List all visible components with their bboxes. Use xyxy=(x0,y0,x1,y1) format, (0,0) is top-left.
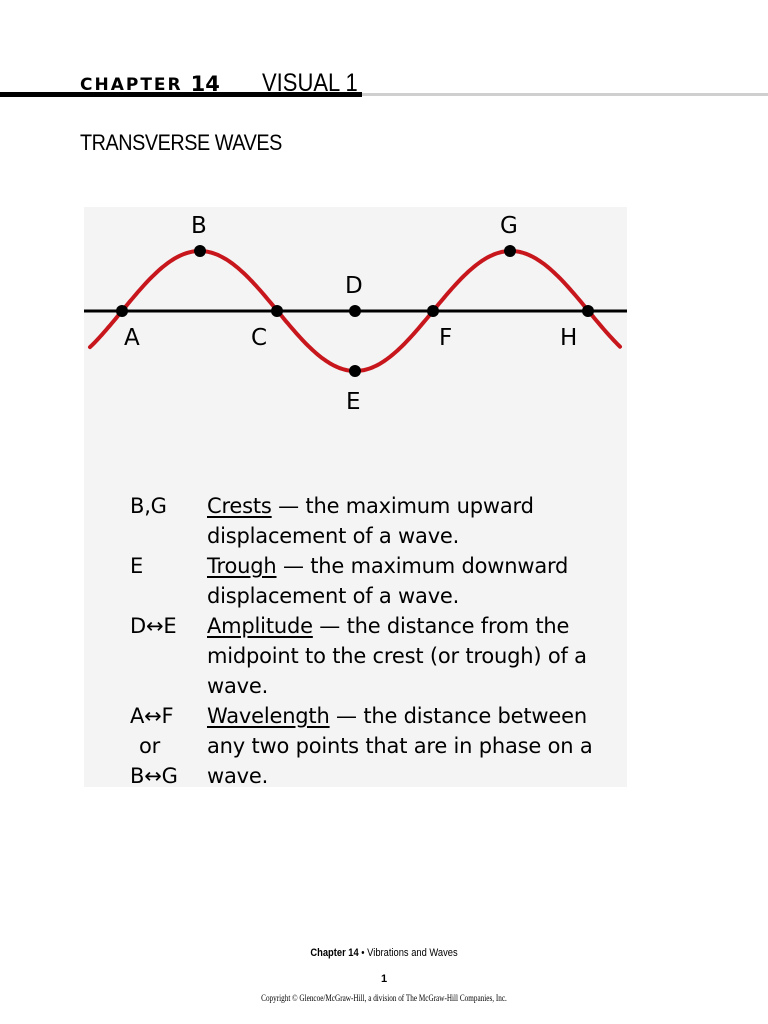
definition-term: Wavelength xyxy=(207,704,330,728)
definition-symbol: D↔E xyxy=(130,611,207,641)
page-number: 1 xyxy=(380,973,388,985)
visual-title: VISUAL 1 xyxy=(261,69,358,97)
point-h-label: H xyxy=(560,325,577,351)
definition-row: E Trough — the maximum downward displacem… xyxy=(130,551,620,611)
point-g-label: G xyxy=(500,213,518,239)
point-a-label: A xyxy=(124,325,140,351)
definition-symbol: B,G xyxy=(130,491,207,521)
definition-symbol-line: A↔F xyxy=(130,704,174,728)
definition-text: Crests — the maximum upward displacement… xyxy=(207,491,620,551)
point-e-label: E xyxy=(346,389,361,415)
point-b-dot xyxy=(194,245,206,257)
point-f-label: F xyxy=(439,325,452,351)
point-f-dot xyxy=(427,305,439,317)
point-e-dot xyxy=(349,365,361,377)
point-h-dot xyxy=(582,305,594,317)
definition-term: Crests xyxy=(207,494,272,518)
figure-panel: A B C D E F G H B,G Crests — the maximum … xyxy=(84,207,627,788)
point-b-label: B xyxy=(191,213,207,239)
point-d-label: D xyxy=(345,273,363,299)
footer-chapter-line: Chapter 14 • Vibrations and Waves xyxy=(58,947,711,959)
point-g-dot xyxy=(504,245,516,257)
definitions-list: B,G Crests — the maximum upward displacem… xyxy=(130,491,620,791)
copyright-notice: Copyright © Glencoe/McGraw-Hill, a divis… xyxy=(261,993,507,1003)
definition-term: Amplitude xyxy=(207,614,313,638)
point-d-dot xyxy=(349,305,361,317)
definition-text: Wavelength — the distance between any tw… xyxy=(207,701,620,791)
definition-symbol-line: D↔E xyxy=(130,614,177,638)
definition-description: — the maximum downward displacement of a… xyxy=(207,554,569,608)
definition-symbol: E xyxy=(130,551,207,581)
point-a-dot xyxy=(116,305,128,317)
definition-symbol-line: B,G xyxy=(130,494,167,518)
definition-term: Trough xyxy=(207,554,277,578)
chapter-word: CHAPTER xyxy=(80,75,183,95)
definition-text: Trough — the maximum downward displaceme… xyxy=(207,551,620,611)
point-c-dot xyxy=(271,305,283,317)
point-c-label: C xyxy=(251,325,267,351)
header-rule-light xyxy=(362,93,768,96)
definition-row: D↔E Amplitude — the distance from the mid… xyxy=(130,611,620,701)
definition-text: Amplitude — the distance from the midpoi… xyxy=(207,611,620,701)
header-rule-dark xyxy=(0,92,362,97)
transverse-wave-diagram: A B C D E F G H xyxy=(84,213,627,415)
footer-chapter-label: Chapter 14 xyxy=(310,947,359,959)
chapter-header: CHAPTER 14 VISUAL 1 xyxy=(80,66,371,96)
definition-row: B,G Crests — the maximum upward displacem… xyxy=(130,491,620,551)
chapter-number: 14 xyxy=(190,72,220,96)
footer-chapter-subject: • Vibrations and Waves xyxy=(358,947,458,959)
definition-description: — the distance from the midpoint to the … xyxy=(207,614,587,698)
definition-description: — the maximum upward displacement of a w… xyxy=(207,494,534,548)
definition-symbol-line: B↔G xyxy=(130,764,178,788)
definition-symbol-line: E xyxy=(130,554,144,578)
definition-description: — the distance between any two points th… xyxy=(207,704,593,788)
section-title: TRANSVERSE WAVES xyxy=(80,130,282,155)
definition-symbol-line: or xyxy=(139,734,161,758)
